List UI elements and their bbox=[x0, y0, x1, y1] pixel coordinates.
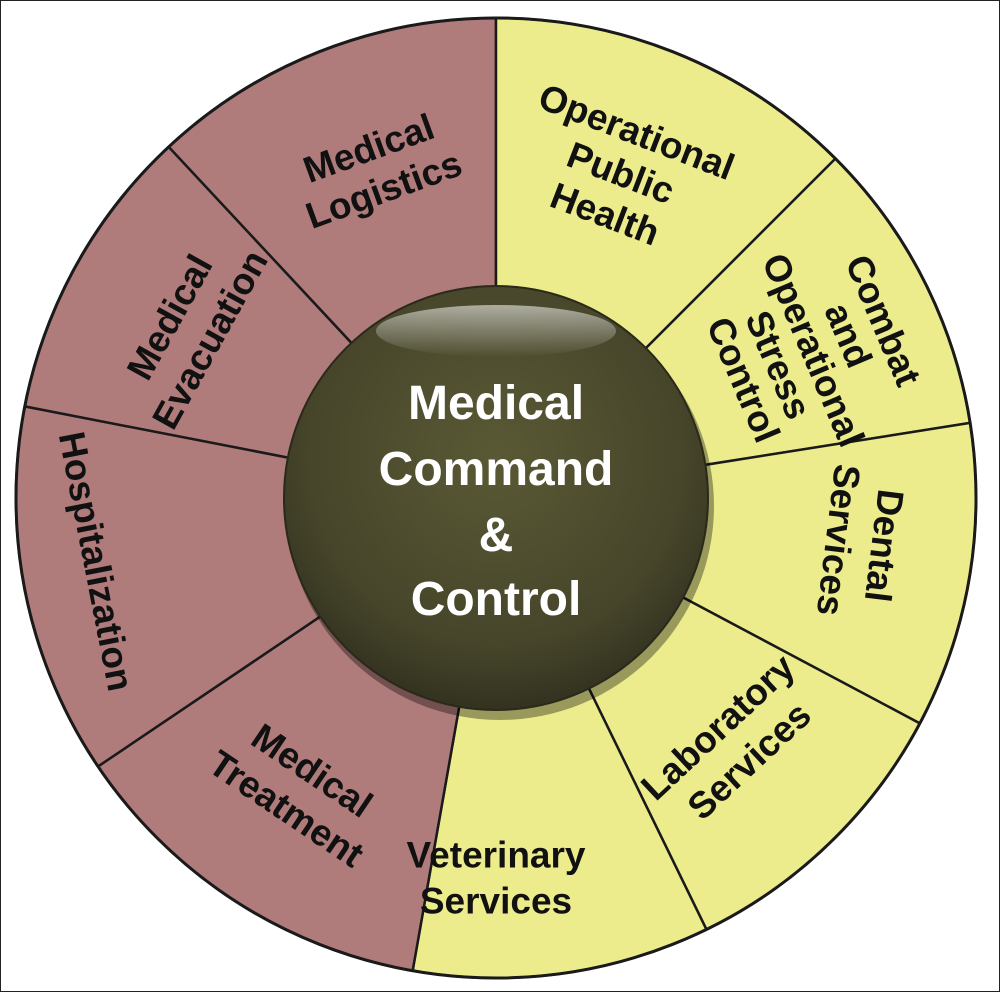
label-veterinary-services-line-1: Veterinary bbox=[407, 835, 586, 876]
outer-ring bbox=[14, 16, 978, 980]
center-hub: Medical Command & Control bbox=[283, 285, 714, 720]
hub-line-1: Medical bbox=[408, 377, 584, 430]
segments-layer bbox=[14, 16, 978, 980]
label-veterinary-services-line-2: Services bbox=[420, 881, 572, 922]
hub-line-2: Command bbox=[379, 443, 614, 496]
hub-disc bbox=[283, 285, 709, 711]
hub-line-3: & bbox=[479, 509, 514, 562]
hub-highlight bbox=[376, 305, 616, 357]
hub-line-4: Control bbox=[411, 573, 582, 626]
